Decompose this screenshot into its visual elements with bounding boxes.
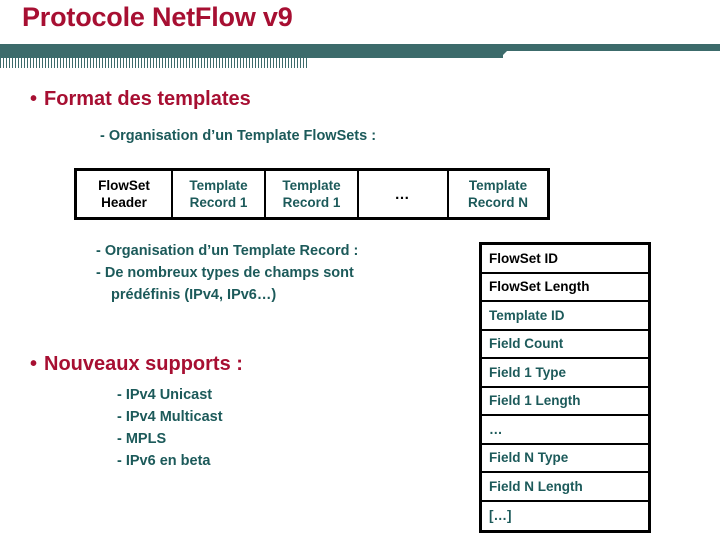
table-row: FlowSet Length [482,274,648,302]
flowset-structure-table: FlowSet Header Template Record 1 Templat… [74,168,550,220]
table-row: Field N Type [482,445,648,473]
table-row: Field Count [482,331,648,359]
record-row-label: Field N Length [489,478,583,494]
table-row: Field N Length [482,473,648,502]
flowset-cell-ellipsis: … [359,171,449,217]
bullet-dot-icon: • [30,88,38,110]
list-item: - MPLS [117,431,167,447]
record-row-label: Field 1 Type [489,364,567,380]
flowset-cell-record-2-line2: Record 1 [282,195,341,210]
divider-hatch-pattern [0,58,308,68]
table-row: […] [482,502,648,531]
bullet-heading-format-label: Format des templates [44,88,251,110]
divider-thin-segment [512,44,720,51]
record-row-label: Template ID [489,307,565,323]
template-record-description: - Organisation d’un Template Record : - … [96,240,358,306]
flowset-cell-record-1-line1: Template [189,178,248,193]
flowset-cell-header: FlowSet Header [77,171,173,217]
flowset-cell-record-2: Template Record 1 [266,171,359,217]
table-row: Template ID [482,302,648,331]
bullet-heading-format: • Format des templates [30,88,251,111]
template-record-line-1: - Organisation d’un Template Record : [96,243,359,259]
record-row-label: Field N Type [489,450,569,466]
record-row-label: […] [489,508,512,524]
flowset-cell-header-line1: FlowSet [98,178,150,193]
flowset-cell-ellipsis-label: … [394,185,412,203]
title-divider-bar [0,44,720,68]
flowset-cell-record-2-line1: Template [282,178,341,193]
table-row: FlowSet ID [482,245,648,274]
divider-thick-segment [0,44,503,58]
template-record-line-3: prédéfinis (IPv4, IPv6…) [111,287,277,303]
subtitle-organisation-flowsets: - Organisation d’un Template FlowSets : [100,128,377,144]
template-record-table: FlowSet ID FlowSet Length Template ID Fi… [479,242,651,533]
record-row-label: … [489,421,503,437]
record-row-label: FlowSet ID [489,250,559,266]
flowset-cell-record-1-line2: Record 1 [189,195,248,210]
template-record-line-2: - De nombreux types de champs sont [96,265,354,281]
bullet-heading-supports: • Nouveaux supports : [30,353,243,376]
bullet-heading-supports-label: Nouveaux supports : [44,353,243,375]
flowset-cell-record-n-line1: Template [468,178,528,193]
list-item: - IPv4 Multicast [117,409,223,425]
table-row: Field 1 Type [482,359,648,388]
record-row-label: Field 1 Length [489,393,581,409]
table-row: … [482,416,648,445]
list-item: - IPv4 Unicast [117,387,213,403]
flowset-cell-record-n-line2: Record N [467,195,528,210]
record-row-label: FlowSet Length [489,279,590,295]
bullet-dot-icon: • [30,353,38,375]
record-row-label: Field Count [489,336,564,352]
table-row: Field 1 Length [482,388,648,416]
list-item: - IPv6 en beta [117,453,211,469]
page-title: Protocole NetFlow v9 [22,2,293,32]
flowset-cell-header-line2: Header [101,195,147,210]
flowset-cell-record-1: Template Record 1 [173,171,266,217]
flowset-cell-record-n: Template Record N [449,171,547,217]
supports-list: - IPv4 Unicast - IPv4 Multicast - MPLS -… [117,384,223,472]
